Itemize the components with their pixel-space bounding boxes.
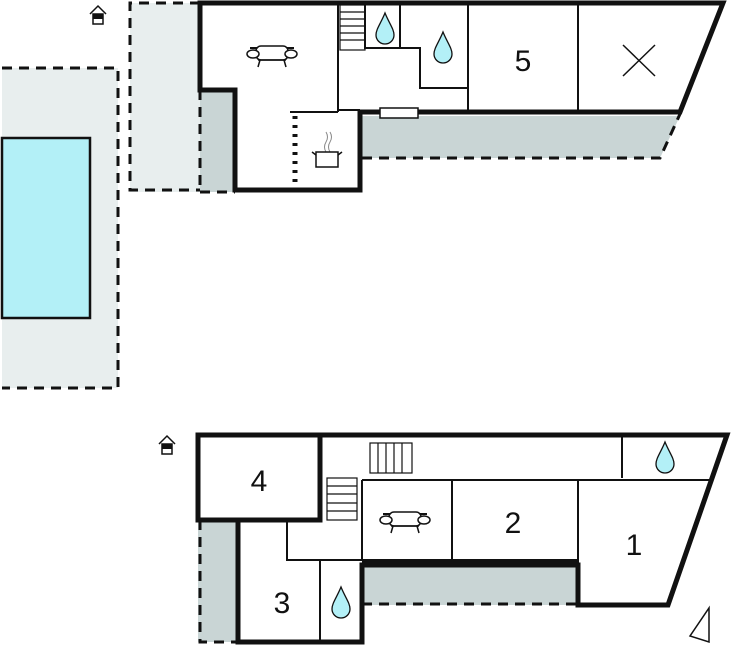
outdoor-area: [130, 3, 200, 192]
terrace: [360, 116, 680, 158]
house-entrance-icon: [158, 435, 176, 455]
room-label-2: 2: [505, 507, 522, 540]
north-arrow-icon: [688, 605, 710, 644]
upper-floor: 5: [0, 0, 727, 390]
window-icon: [379, 107, 419, 119]
stairs-icon: [326, 477, 358, 521]
room-label-4: 4: [251, 465, 268, 498]
cross-icon: [622, 44, 656, 77]
room-label-1: 1: [626, 529, 643, 562]
stairs-icon: [339, 4, 366, 51]
bath-drop-icon: [433, 31, 453, 64]
bath-drop-icon: [655, 441, 675, 474]
covered-area: [198, 520, 238, 642]
covered-area: [200, 90, 235, 192]
sofa-icon: [246, 45, 298, 68]
kitchen-pot-icon: [311, 131, 343, 168]
room-label-5: 5: [515, 45, 532, 78]
bath-drop-icon: [331, 586, 351, 619]
lower-floor: 4 3 2 1: [158, 432, 731, 645]
bath-drop-icon: [375, 12, 395, 45]
stairs-icon: [369, 442, 413, 474]
sofa-icon: [379, 511, 431, 534]
pool: [0, 136, 92, 320]
terrace: [362, 565, 576, 605]
house-entrance-icon: [89, 5, 107, 25]
room-label-3: 3: [274, 587, 291, 620]
